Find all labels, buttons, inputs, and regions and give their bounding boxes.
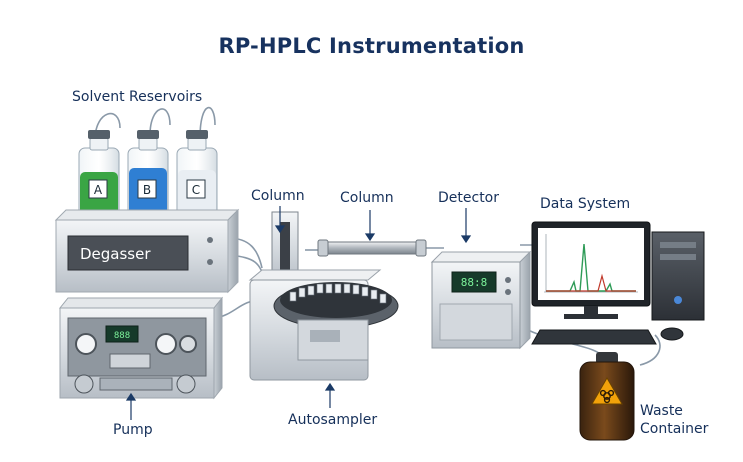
label-detector: Detector [438,190,500,206]
degasser-label: Degasser [80,245,151,263]
label-solvent-reservoirs: Solvent Reservoirs [72,89,203,105]
bottle-a: A [78,130,120,219]
column [317,239,427,257]
detector-readout: 88:8 [461,276,488,289]
diagram-title: RP-HPLC Instrumentation [218,34,525,58]
svg-text:888: 888 [114,331,130,341]
label-pump: Pump [113,422,153,438]
pump-unit: 888 [58,296,224,400]
chromatogram-green [546,243,636,292]
bottle-a-label: A [94,183,103,197]
degasser-unit: Degasser [54,208,240,294]
bottle-c: C [176,130,218,219]
waste-container [579,352,635,441]
label-column-left: Column [251,188,305,204]
detector-unit: 88:8 [430,250,532,350]
autosampler-unit [248,211,399,381]
label-column-right: Column [340,190,394,206]
bottle-b: B [127,130,169,219]
label-autosampler: Autosampler [288,412,378,428]
leader-arrows [125,206,472,420]
hazard-triangle [591,376,623,405]
label-data-system: Data System [540,196,631,212]
chromatogram-red [546,273,636,292]
biohazard-icon [599,389,615,404]
label-waste-container: Waste Container [640,403,709,437]
bottle-b-label: B [143,183,151,197]
solvent-reservoirs: A B C [78,130,218,219]
bottle-c-label: C [192,183,200,197]
data-system [531,221,705,345]
